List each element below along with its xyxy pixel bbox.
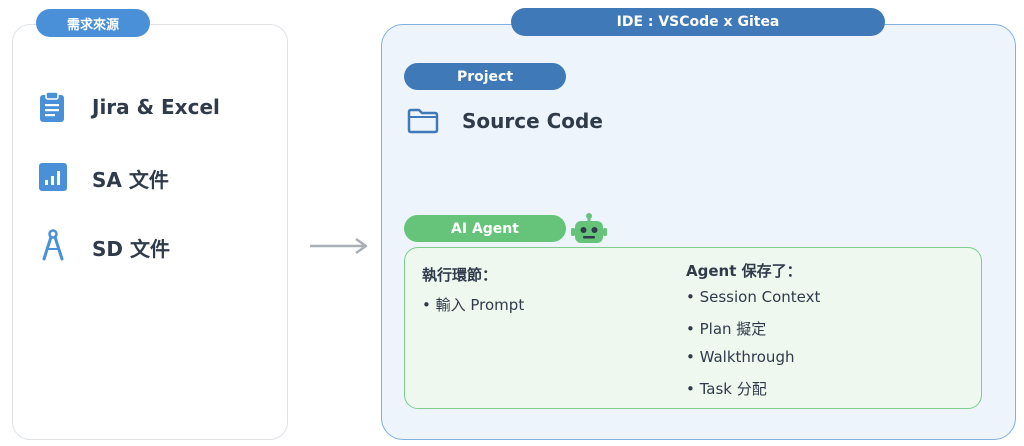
ai-agent-label: AI Agent [404,215,566,242]
keep-item: • Task 分配 [686,380,767,398]
clipboard-icon [38,91,66,127]
source-code-label: Source Code [462,109,603,133]
requirements-title: 需求來源 [36,9,150,37]
project-label: Project [404,63,566,90]
folder-icon [407,108,439,138]
robot-icon [571,212,607,250]
bar-chart-icon [39,163,67,195]
keep-item: • Plan 擬定 [686,320,767,338]
compass-icon [42,229,64,265]
keep-item: • Walkthrough [686,348,795,366]
req-item-sa: SA 文件 [92,168,169,192]
ide-title: IDE : VSCode x Gitea [511,8,885,36]
keep-item: • Session Context [686,288,821,306]
agent-details-box: 執行環節： • 輸入 Prompt Agent 保存了： • Session C… [404,247,982,409]
req-item-sd: SD 文件 [92,237,170,261]
exec-item: • 輸入 Prompt [422,296,525,314]
keep-title: Agent 保存了： [686,262,802,280]
req-item-jira: Jira & Excel [92,95,220,119]
exec-title: 執行環節： [422,266,498,284]
arrow-right-icon [308,236,370,260]
